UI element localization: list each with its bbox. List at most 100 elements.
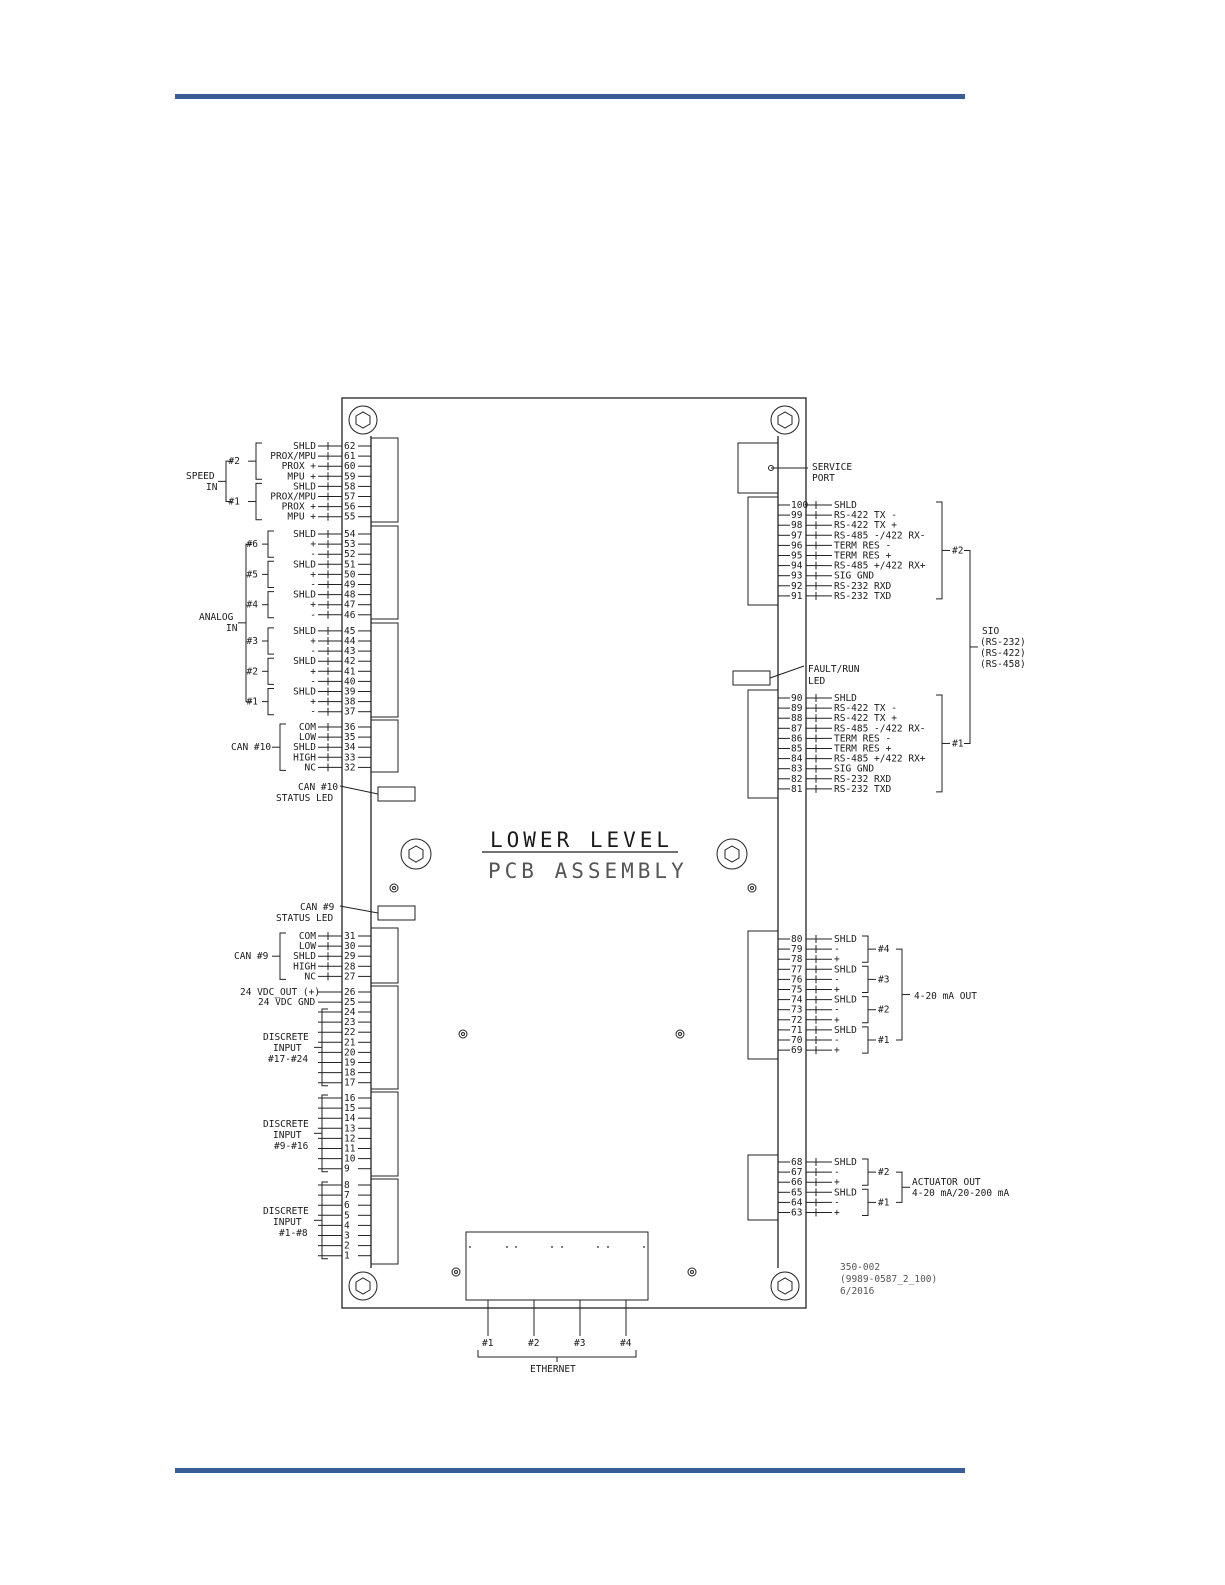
pin-number: 67: [791, 1167, 802, 1178]
group-bracket: [279, 723, 286, 771]
pin-label: RS-485 +/422 RX+: [834, 754, 926, 765]
sio-sub-3: (RS-458): [980, 659, 1026, 670]
pcb-board-outline: [341, 397, 807, 1309]
pin-label: +: [834, 1045, 840, 1056]
pin-number: 4: [344, 1220, 350, 1231]
pin-label: RS-485 +/422 RX+: [834, 561, 926, 572]
pin-label: SHLD: [293, 441, 316, 452]
pin-number: 45: [344, 626, 355, 637]
ethernet-port-label: #4: [620, 1338, 632, 1349]
pin-label: -: [834, 1035, 840, 1046]
can9-led-leader: [339, 905, 379, 914]
drawing-number: 350-002: [840, 1262, 880, 1273]
pin-number: 17: [344, 1078, 355, 1089]
group-bracket: [255, 482, 262, 521]
vdc-gnd-label: 24 VDC GND: [258, 997, 315, 1008]
pin-number: 40: [344, 676, 356, 687]
di-1-8-label-3: #1-#8: [279, 1228, 308, 1239]
pin-label: SHLD: [834, 964, 857, 975]
pin-label: MPU +: [287, 471, 316, 482]
pin-label: -: [310, 610, 316, 621]
pin-label: SHLD: [293, 626, 316, 637]
pin-label: SHLD: [293, 529, 316, 540]
pin-number: 10: [344, 1154, 356, 1165]
pin-number: 38: [344, 697, 356, 708]
pin-number: 82: [791, 774, 802, 785]
speed-in-label-2: IN: [206, 482, 218, 493]
pin-number: 53: [344, 539, 355, 550]
ethernet-ports: #1#2#3#4: [480, 1299, 634, 1349]
pin-label: SHLD: [834, 1157, 857, 1168]
pin-number: 56: [344, 502, 356, 513]
mounting-hole-ml: [400, 838, 432, 870]
group-bracket: [279, 932, 286, 980]
pin-number: 54: [344, 529, 356, 540]
terminal-block-l4: [370, 719, 399, 773]
di-17-24-label-3: #17-#24: [268, 1054, 308, 1065]
pin-label: RS-422 TX +: [834, 520, 897, 531]
board-title-line2: PCB ASSEMBLY: [488, 859, 688, 883]
pin-label: PROX/MPU: [270, 451, 316, 462]
pin-number: 76: [791, 974, 803, 985]
pin-number: 34: [344, 742, 356, 753]
group-brackets: #2#1#6#5#4#3#2#1#2#1#4#3#2#1#2#1: [218, 442, 978, 1260]
pin-number: 94: [791, 561, 803, 572]
group-bracket: [896, 948, 903, 1041]
pin-number: 22: [344, 1027, 355, 1038]
pin-number: 43: [344, 646, 355, 657]
terminal-block-l5: [370, 927, 399, 984]
pin-number: 37: [344, 707, 355, 718]
pin-label: HIGH: [293, 961, 316, 972]
pin-label: SHLD: [834, 1025, 857, 1036]
can10-led-label-2: STATUS LED: [276, 793, 333, 804]
pin-label: -: [310, 676, 316, 687]
pin-number: 100: [791, 500, 808, 511]
pin-number: 95: [791, 551, 802, 562]
pin-number: 55: [344, 512, 355, 523]
pin-number: 28: [344, 961, 356, 972]
pin-number: 65: [791, 1187, 802, 1198]
group-label: #6: [247, 539, 259, 550]
pin-number: 24: [344, 1007, 356, 1018]
pin-label: +: [310, 697, 316, 708]
pin-number: 98: [791, 520, 803, 531]
mounting-hole-bl: [348, 1271, 378, 1301]
can9-status-led: [377, 905, 416, 921]
group-bracket: [936, 501, 943, 600]
pin-label: RS-422 TX -: [834, 510, 897, 521]
mounting-hole-br: [770, 1271, 800, 1301]
pin-number: 15: [344, 1103, 355, 1114]
pin-number: 1: [344, 1251, 350, 1262]
footer-rule: [175, 1468, 965, 1473]
pin-number: 50: [344, 569, 356, 580]
group-label: #1: [878, 1035, 890, 1046]
group-bracket: [862, 1158, 869, 1186]
pin-number: 20: [344, 1047, 356, 1058]
actuator-out-label-1: ACTUATOR OUT: [912, 1177, 981, 1188]
pin-number: 59: [344, 471, 356, 482]
pin-number: 49: [344, 580, 356, 591]
group-bracket: [255, 442, 262, 480]
can9-led-label-2: STATUS LED: [276, 913, 333, 924]
pin-number: 70: [791, 1035, 803, 1046]
service-port-label-2: PORT: [812, 473, 835, 484]
analog-in-label-1: ANALOG: [199, 612, 234, 623]
service-port-label-1: SERVICE: [812, 462, 852, 473]
speed-in-label-1: SPEED: [186, 471, 215, 482]
pin-label: SHLD: [293, 656, 316, 667]
pin-label: PROX +: [282, 461, 317, 472]
sio-sub-2: (RS-422): [980, 648, 1026, 659]
group-bracket: [267, 688, 274, 716]
pin-number: 41: [344, 666, 356, 677]
mounting-hole-tl: [348, 405, 378, 435]
pin-label: MPU +: [287, 512, 316, 523]
terminal-block-l6: [370, 985, 399, 1090]
pin-number: 8: [344, 1180, 350, 1191]
pin-label: +: [310, 636, 316, 647]
group-bracket: [862, 1026, 869, 1054]
pin-number: 71: [791, 1025, 803, 1036]
pin-number: 32: [344, 762, 355, 773]
ethernet-contact-dots: [469, 1246, 645, 1248]
group-label: #3: [878, 974, 889, 985]
pin-label: -: [310, 646, 316, 657]
